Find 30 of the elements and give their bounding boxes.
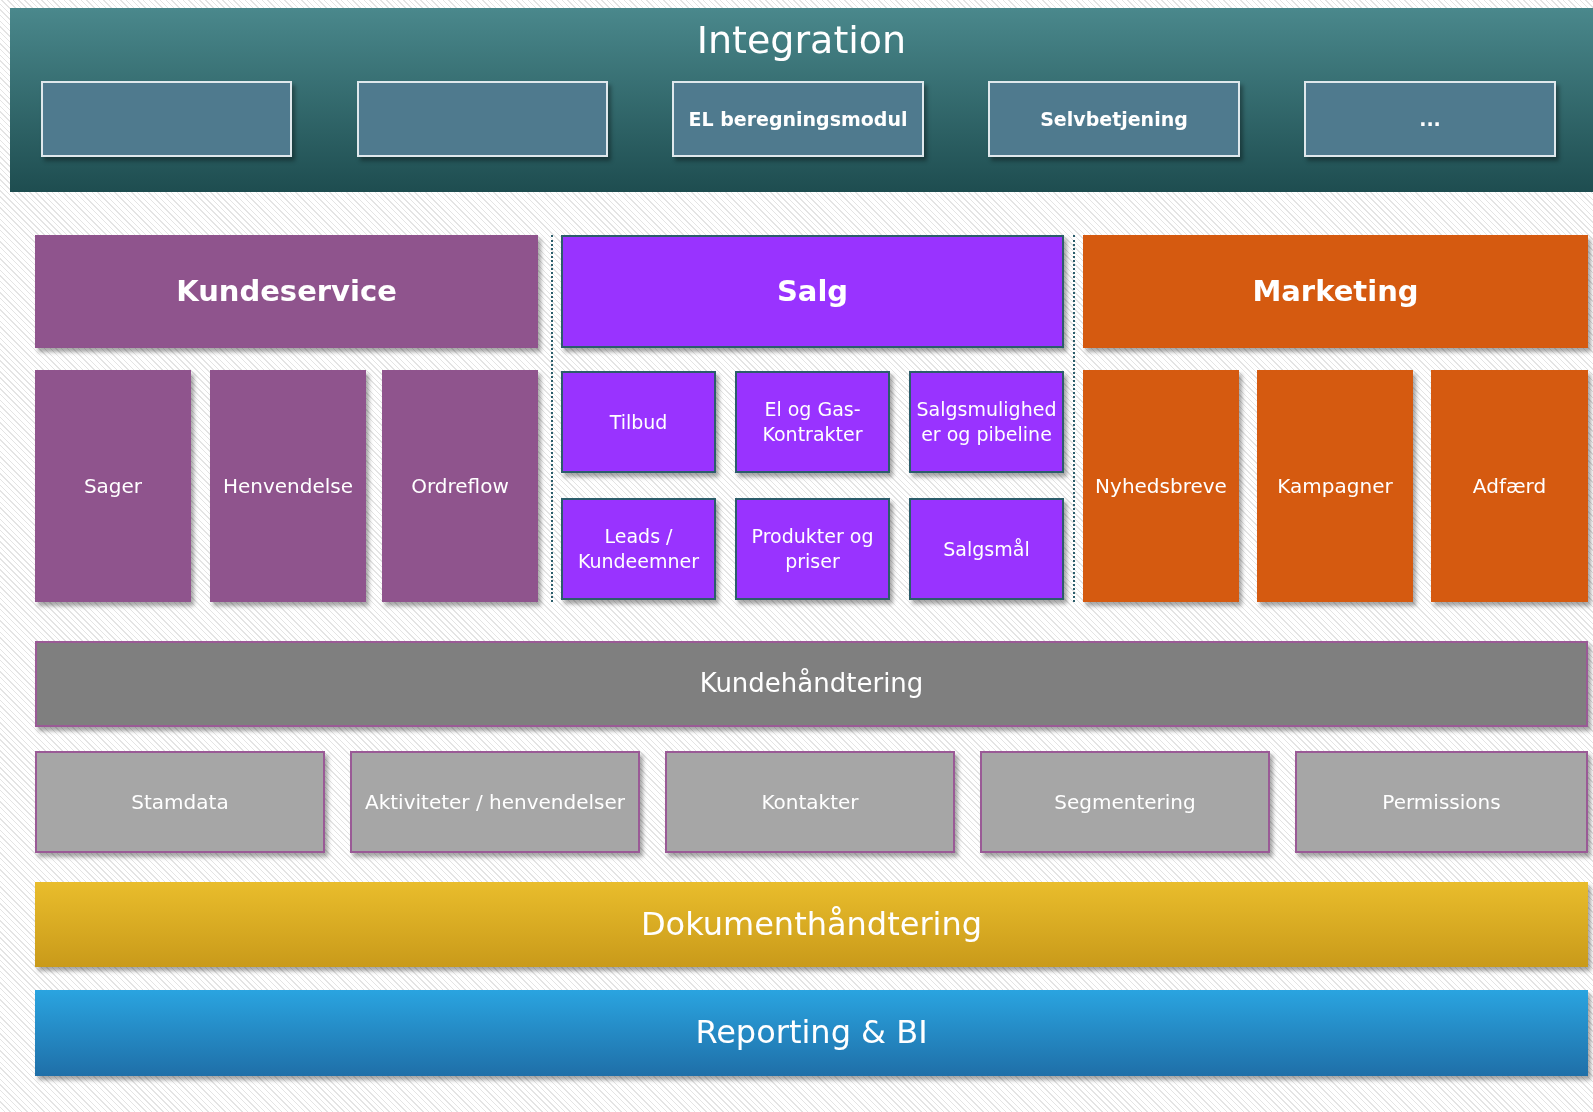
module-box: Stamdata [35,751,325,853]
integration-band [10,8,1593,192]
module-box: Ordreflow [382,370,538,602]
module-box: Henvendelse [210,370,366,602]
module-box: Sager [35,370,191,602]
module-box: Nyhedsbreve [1083,370,1239,602]
module-box: ... [1304,81,1556,157]
module-box: Kampagner [1257,370,1413,602]
module-box: EL beregningsmodul [672,81,924,157]
module-box: Segmentering [980,751,1270,853]
layer-band: Reporting & BI [35,990,1588,1076]
module-box: Aktiviteter / henvendelser [350,751,640,853]
module-box: Produkter og priser [735,498,890,600]
category-header: Salg [561,235,1064,348]
category-header: Kundeservice [35,235,538,348]
module-box [41,81,292,157]
category-header: Marketing [1083,235,1588,348]
module-box: Adfærd [1431,370,1588,602]
band-title: Integration [696,17,907,64]
module-box: Tilbud [561,371,716,473]
module-box: El og Gas-Kontrakter [735,371,890,473]
module-box: Leads / Kundeemner [561,498,716,600]
layer-band: Dokumenthåndtering [35,882,1588,967]
module-box: Selvbetjening [988,81,1240,157]
module-box: Permissions [1295,751,1588,853]
module-box: Salgsmål [909,498,1064,600]
layer-band: Kundehåndtering [35,641,1588,727]
module-box [357,81,608,157]
module-box: Kontakter [665,751,955,853]
module-box: Salgsmuligheder og pibeline [909,371,1064,473]
